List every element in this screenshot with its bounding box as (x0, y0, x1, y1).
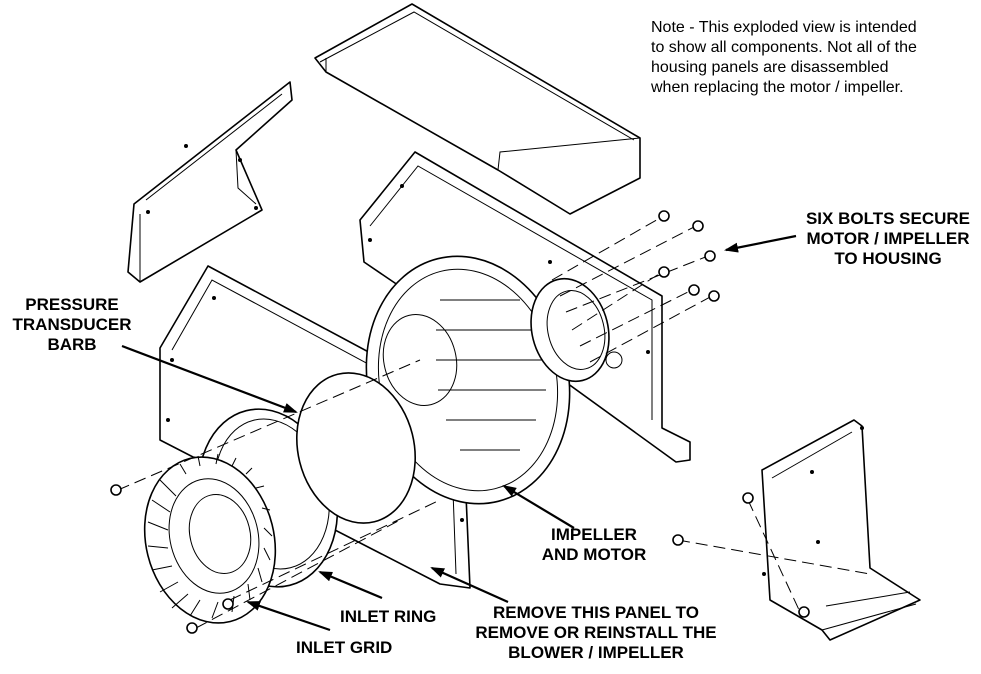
callout-six-bolts: SIX BOLTS SECURE MOTOR / IMPELLER TO HOU… (806, 209, 970, 268)
arrow-inlet-grid (246, 600, 331, 632)
label-line: INLET RING (340, 607, 436, 626)
callout-inlet-ring: INLET RING (340, 607, 436, 626)
left-side-bracket (127, 81, 293, 283)
label-line: BLOWER / IMPELLER (508, 643, 684, 662)
label-line: AND MOTOR (542, 545, 647, 564)
label-line: PRESSURE (25, 295, 119, 314)
callout-remove-panel: REMOVE THIS PANEL TO REMOVE OR REINSTALL… (475, 603, 716, 662)
arrow-pressure-transducer (121, 344, 298, 414)
callout-impeller-motor: IMPELLER AND MOTOR (542, 525, 647, 564)
callout-pressure-transducer: PRESSURE TRANSDUCER BARB (13, 295, 132, 354)
label-line: MOTOR / IMPELLER (806, 229, 969, 248)
note-line: housing panels are disassembled (651, 59, 888, 76)
bolt-alignment-lines (117, 217, 871, 629)
side-access-panel (761, 419, 921, 641)
note-line: when replacing the motor / impeller. (650, 79, 904, 96)
label-line: TRANSDUCER (13, 315, 132, 334)
label-line: REMOVE THIS PANEL TO (493, 603, 699, 622)
label-line: IMPELLER (551, 525, 637, 544)
note-line: Note - This exploded view is intended (651, 19, 917, 36)
arrow-impeller-motor (502, 484, 575, 529)
label-line: SIX BOLTS SECURE (806, 209, 970, 228)
callout-arrows (121, 234, 797, 632)
label-line: TO HOUSING (834, 249, 941, 268)
callout-inlet-grid: INLET GRID (296, 638, 392, 657)
label-line: BARB (47, 335, 96, 354)
label-line: INLET GRID (296, 638, 392, 657)
label-line: REMOVE OR REINSTALL THE (475, 623, 716, 642)
arrow-six-bolts (724, 234, 797, 253)
arrow-remove-panel (430, 566, 509, 604)
top-cover-panel (314, 3, 641, 215)
inlet-grid (143, 453, 277, 624)
bolts (110, 210, 810, 634)
note-text: Note - This exploded view is intended to… (650, 19, 917, 96)
note-line: to show all components. Not all of the (651, 39, 917, 56)
arrow-inlet-ring (318, 570, 383, 600)
